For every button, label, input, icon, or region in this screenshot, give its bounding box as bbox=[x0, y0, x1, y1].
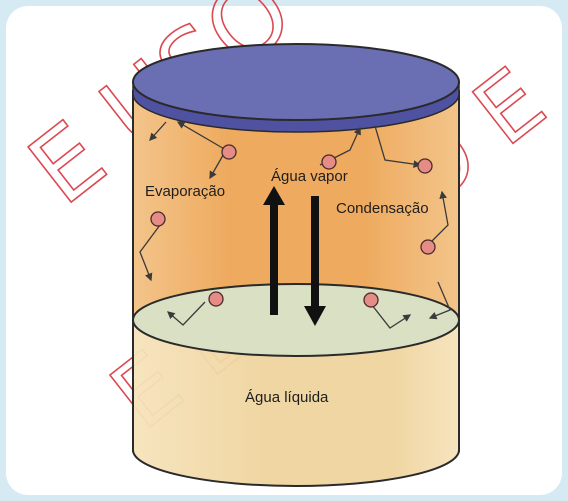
label-vapor: Água vapor bbox=[271, 168, 348, 185]
cylinder bbox=[133, 82, 459, 486]
label-condensation: Condensação bbox=[336, 200, 429, 217]
water-surface bbox=[133, 284, 459, 356]
label-liquid: Água líquida bbox=[245, 389, 329, 406]
label-evaporation: Evaporação bbox=[145, 183, 225, 200]
lid bbox=[133, 44, 459, 132]
